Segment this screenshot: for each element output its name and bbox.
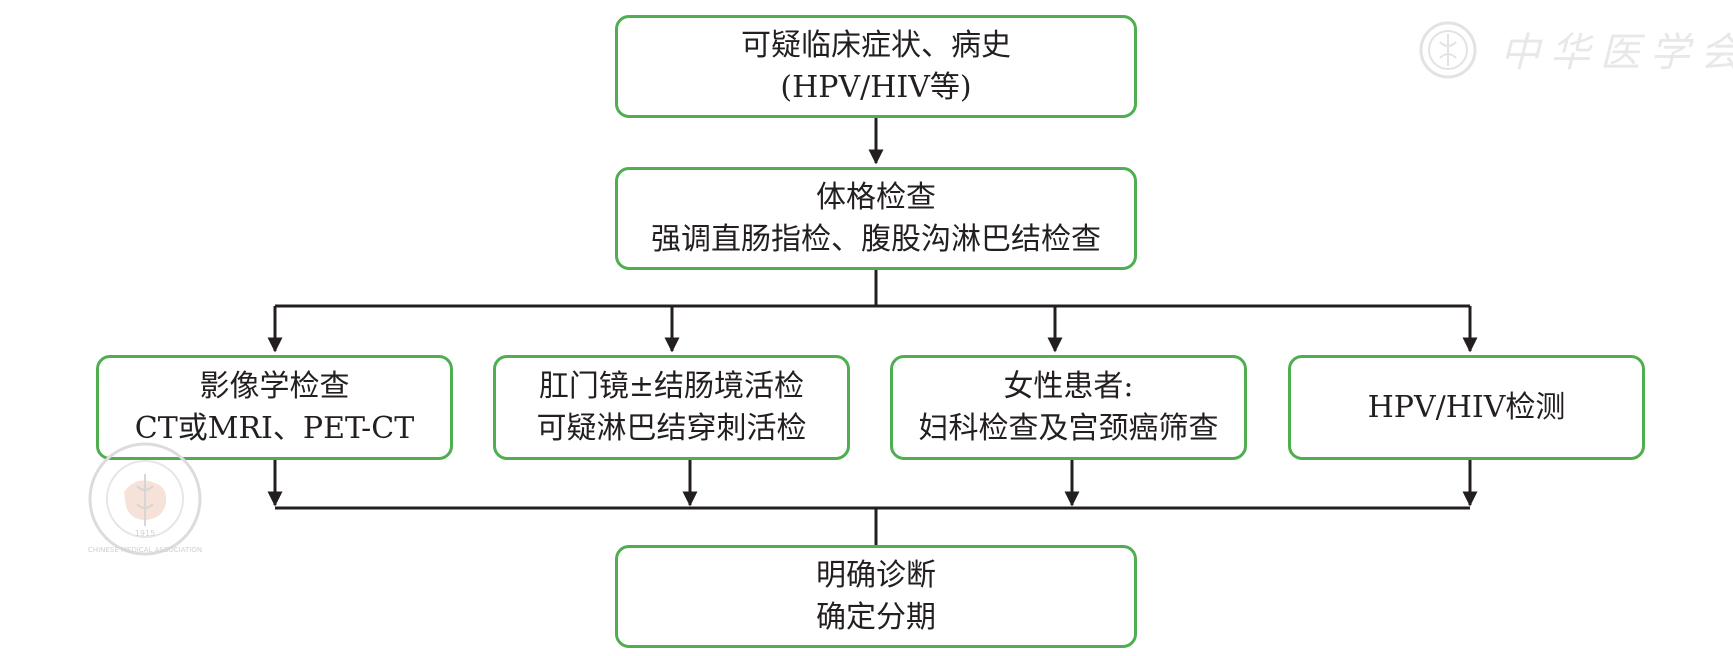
- node-endoscopy-line1: 肛门镜±结肠境活检: [538, 368, 805, 404]
- node-female-line2: 妇科检查及宫颈癌筛查: [918, 410, 1219, 446]
- node-imaging: 影像学检查 CT或MRI、PET-CT: [96, 355, 453, 460]
- node-diagnosis-line1: 明确诊断: [816, 557, 936, 593]
- watermark-brand-text: 中华医学会: [1500, 30, 1733, 76]
- node-physical-exam: 体格检查 强调直肠指检、腹股沟淋巴结检查: [615, 167, 1137, 270]
- node-symptoms-line2: (HPV/HIV等): [780, 69, 972, 105]
- node-female-line1: 女性患者:: [1003, 368, 1134, 404]
- node-symptoms: 可疑临床症状、病史 (HPV/HIV等): [615, 15, 1137, 118]
- node-diagnosis-line2: 确定分期: [816, 599, 936, 635]
- node-diagnosis: 明确诊断 确定分期: [615, 545, 1137, 648]
- node-imaging-line2: CT或MRI、PET-CT: [134, 410, 415, 446]
- node-physical-exam-line1: 体格检查: [816, 179, 936, 215]
- watermark-seal-left-label: CHINESE MEDICAL ASSOCIATION: [88, 546, 202, 554]
- node-endoscopy-line2: 可疑淋巴结穿刺活检: [536, 410, 807, 446]
- watermark-seal-top-icon: [1419, 21, 1477, 79]
- node-endoscopy: 肛门镜±结肠境活检 可疑淋巴结穿刺活检: [493, 355, 850, 460]
- node-imaging-line1: 影像学检查: [199, 368, 350, 404]
- node-hpv-hiv: HPV/HIV检测: [1288, 355, 1645, 460]
- node-symptoms-line1: 可疑临床症状、病史: [741, 27, 1011, 63]
- watermark-seal-left-year: 1915: [135, 529, 155, 538]
- watermark-seal-left-icon: CHINESE MEDICAL ASSOCIATION 1915: [88, 442, 202, 556]
- node-hpv-hiv-line1: HPV/HIV检测: [1367, 389, 1566, 425]
- node-female: 女性患者: 妇科检查及宫颈癌筛查: [890, 355, 1247, 460]
- node-physical-exam-line2: 强调直肠指检、腹股沟淋巴结检查: [651, 221, 1101, 257]
